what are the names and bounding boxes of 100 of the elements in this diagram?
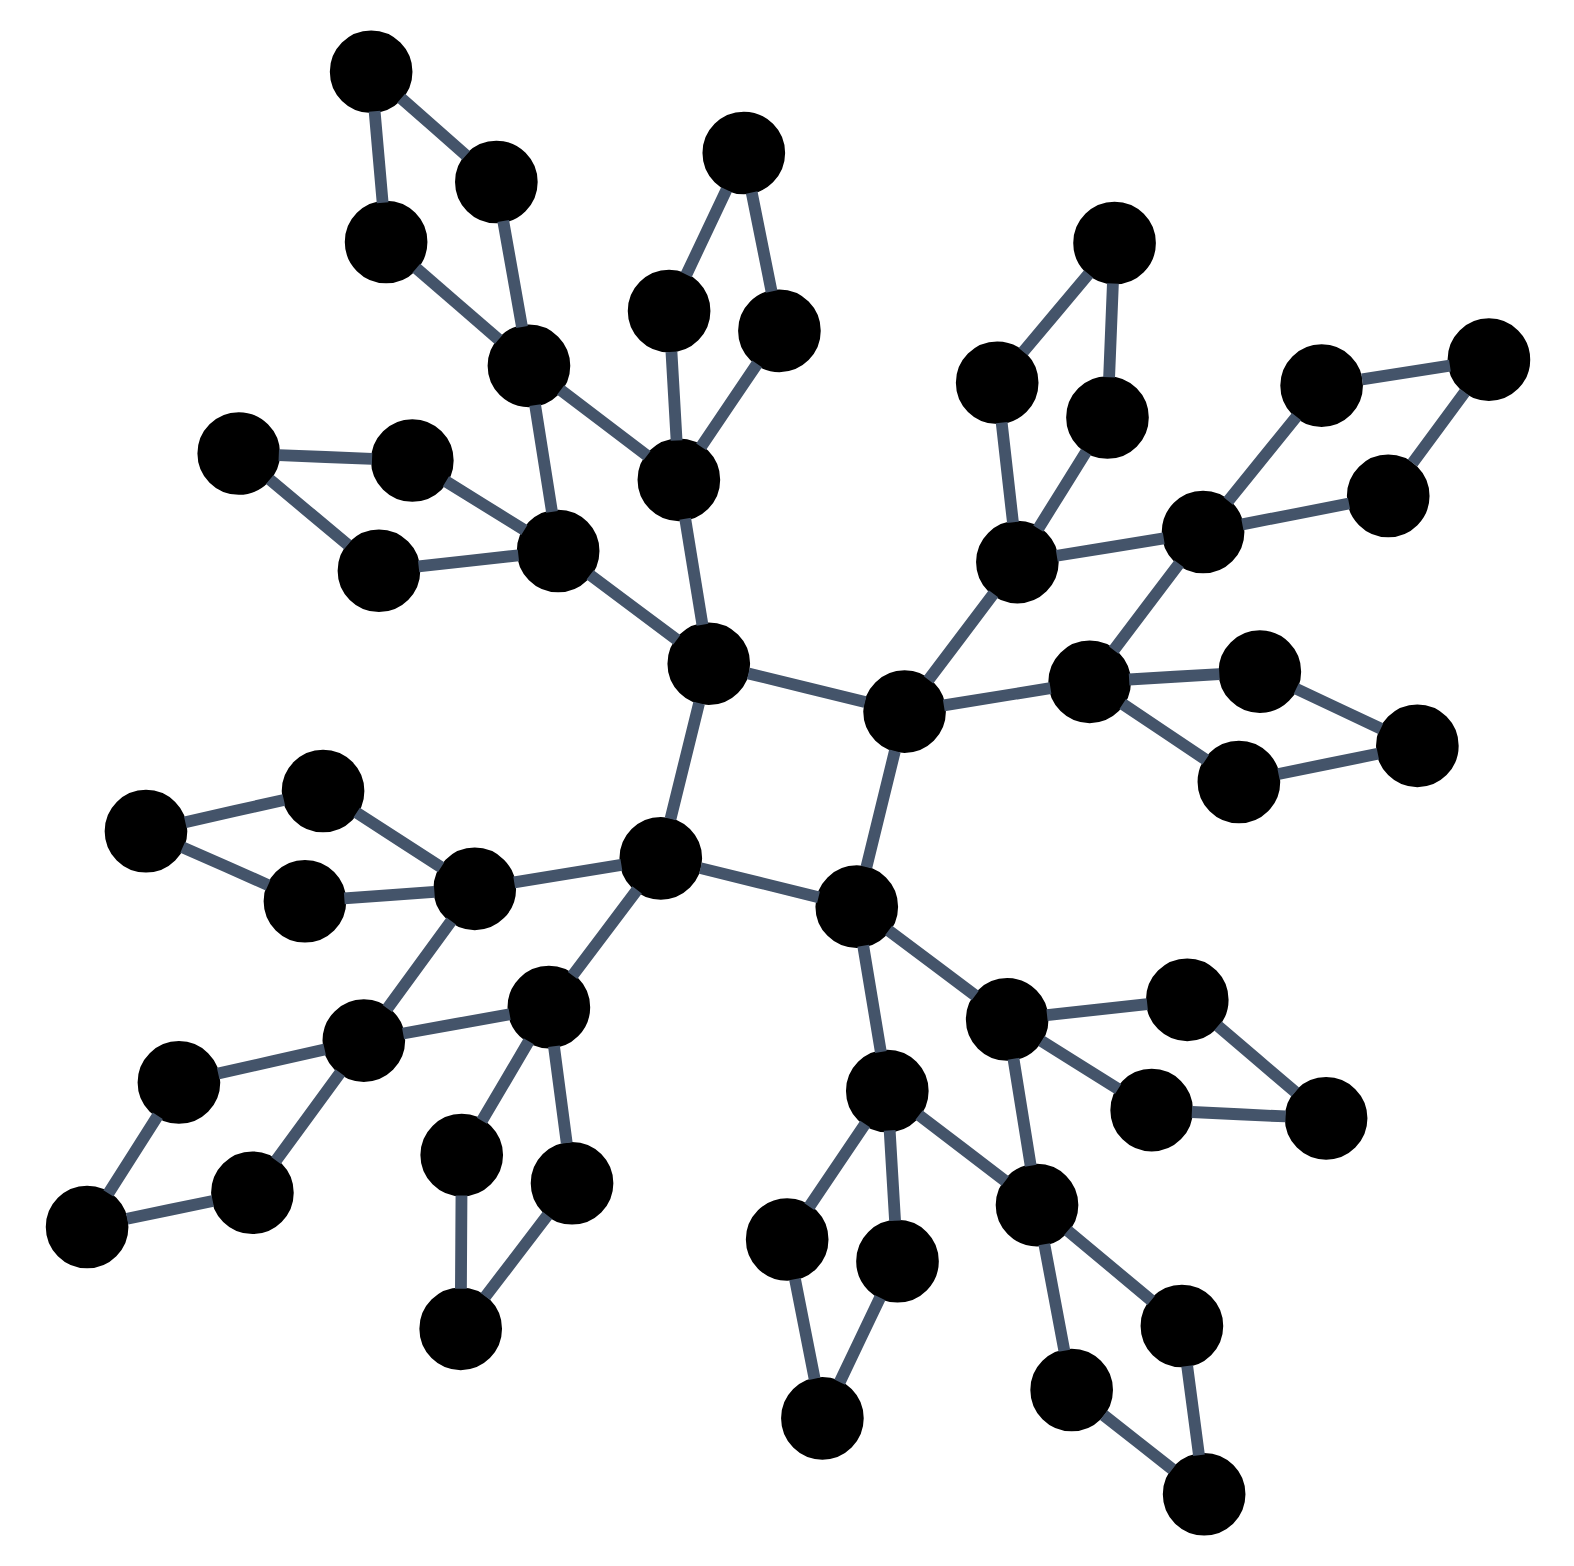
connector [352,807,444,873]
node-circle [515,509,599,593]
node-circle [737,289,820,373]
node-circle [1160,490,1244,574]
node-circle [454,140,537,224]
connector [1037,1243,1070,1352]
node-circle [1047,640,1130,724]
connector [585,570,680,645]
node-circle [262,859,346,943]
node-circle [780,1377,863,1460]
connector [1190,1106,1285,1123]
connector [698,862,819,903]
connector [124,1195,213,1225]
node-circle [529,1141,613,1225]
connector [788,1278,820,1380]
connector [1118,699,1209,765]
connector [1276,748,1378,780]
connector [941,682,1051,712]
node-circle [1072,201,1155,285]
connector [496,220,527,328]
node-circle [814,865,898,948]
connector [277,449,372,465]
connector [367,110,388,204]
node-circle [343,200,427,284]
connector [678,517,708,626]
node-circle [618,817,702,900]
node-circle [1109,1068,1192,1152]
node-circle [336,529,420,613]
node-circle [666,622,750,706]
connector [1406,388,1469,467]
connector [566,886,641,980]
connector [381,917,455,1012]
connector [1240,497,1350,531]
node-circle [1375,704,1458,788]
connector [264,474,351,550]
connector [475,1038,533,1124]
connector [1108,560,1183,654]
connector [1360,359,1450,386]
connector [803,1120,869,1210]
connector [416,549,519,573]
connector [1032,448,1091,532]
node-circle [954,341,1038,425]
connector [528,404,557,513]
connector [922,590,998,684]
connector [1045,998,1147,1021]
connector [856,944,886,1053]
connector [1213,1021,1299,1097]
node-circle [370,419,453,502]
connector [556,385,650,461]
node-circle [964,978,1048,1061]
node-circle [103,789,187,873]
node-circle [844,1049,928,1133]
node-circle [280,749,364,833]
connector [1062,1226,1154,1305]
connector [746,667,866,708]
connector [1037,1035,1121,1095]
node-circle [1144,958,1228,1042]
connector [695,360,761,451]
node-circle [1161,1452,1245,1536]
node-circle [136,1041,220,1124]
node-circle [1065,376,1148,459]
node-circle [44,1185,128,1269]
node-circle [994,1163,1078,1247]
connector [401,1008,510,1040]
node-circle [636,438,720,522]
connector [1054,532,1164,562]
connector [1006,1057,1036,1167]
node-circle [1029,1348,1112,1432]
connector [1222,412,1301,505]
connector [411,263,502,345]
node-circle [1139,1284,1223,1368]
connector [884,925,978,1001]
connector [1292,683,1383,734]
connector [833,1295,885,1385]
node-circle [506,965,590,1049]
connector [1102,283,1118,378]
connector [1017,270,1093,356]
node-circle [196,412,280,495]
connector [1127,668,1219,686]
connector [1099,1410,1176,1474]
connector [859,749,900,869]
node-circle [1345,454,1429,538]
node-circle [1196,740,1280,824]
connector [664,351,682,441]
node-circle [855,1219,938,1303]
node-circle [744,1198,828,1281]
connector [882,1130,900,1222]
node-circle [210,1151,293,1235]
node-circle [419,1113,503,1197]
connector [479,1211,552,1301]
node-circle [626,269,710,353]
connector [1180,1365,1204,1456]
connector [270,1069,344,1164]
node-circle [432,847,516,931]
connector [994,421,1018,524]
node-circle [1217,630,1301,713]
connector [441,476,527,535]
connector [342,885,434,905]
connector [512,859,622,889]
node-circle [862,670,945,753]
